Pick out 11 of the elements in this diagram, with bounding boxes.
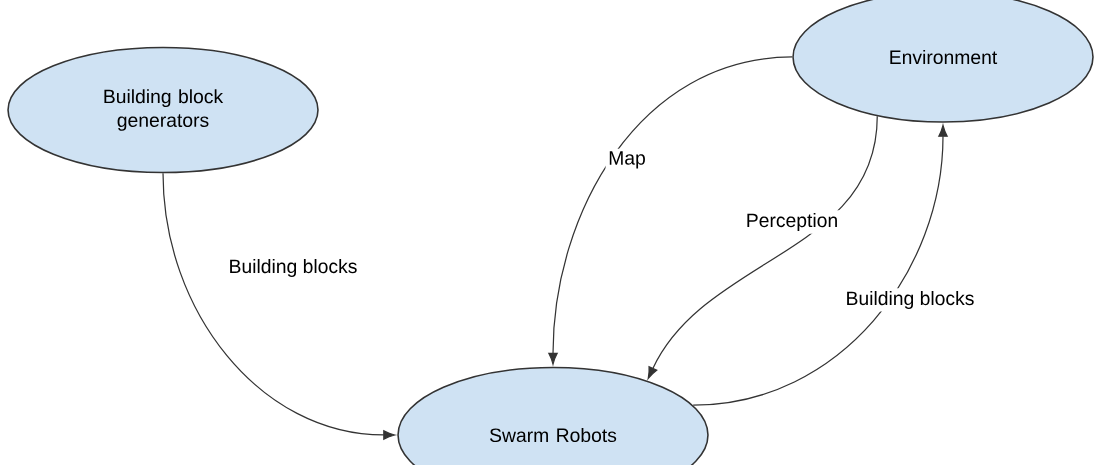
arrow xyxy=(548,56,793,365)
edge-label: Map xyxy=(605,148,649,172)
ellipse-node: Swarm Robots xyxy=(397,366,709,465)
arrow xyxy=(162,172,396,440)
edge-label: Perception xyxy=(743,210,841,234)
arrow xyxy=(692,124,948,406)
ellipse-node: Environment xyxy=(792,0,1094,123)
edge-label: Building blocks xyxy=(842,288,978,312)
ellipse-node: Building block generators xyxy=(7,46,319,174)
edge-label: Building blocks xyxy=(225,256,361,280)
arrow xyxy=(647,115,878,379)
